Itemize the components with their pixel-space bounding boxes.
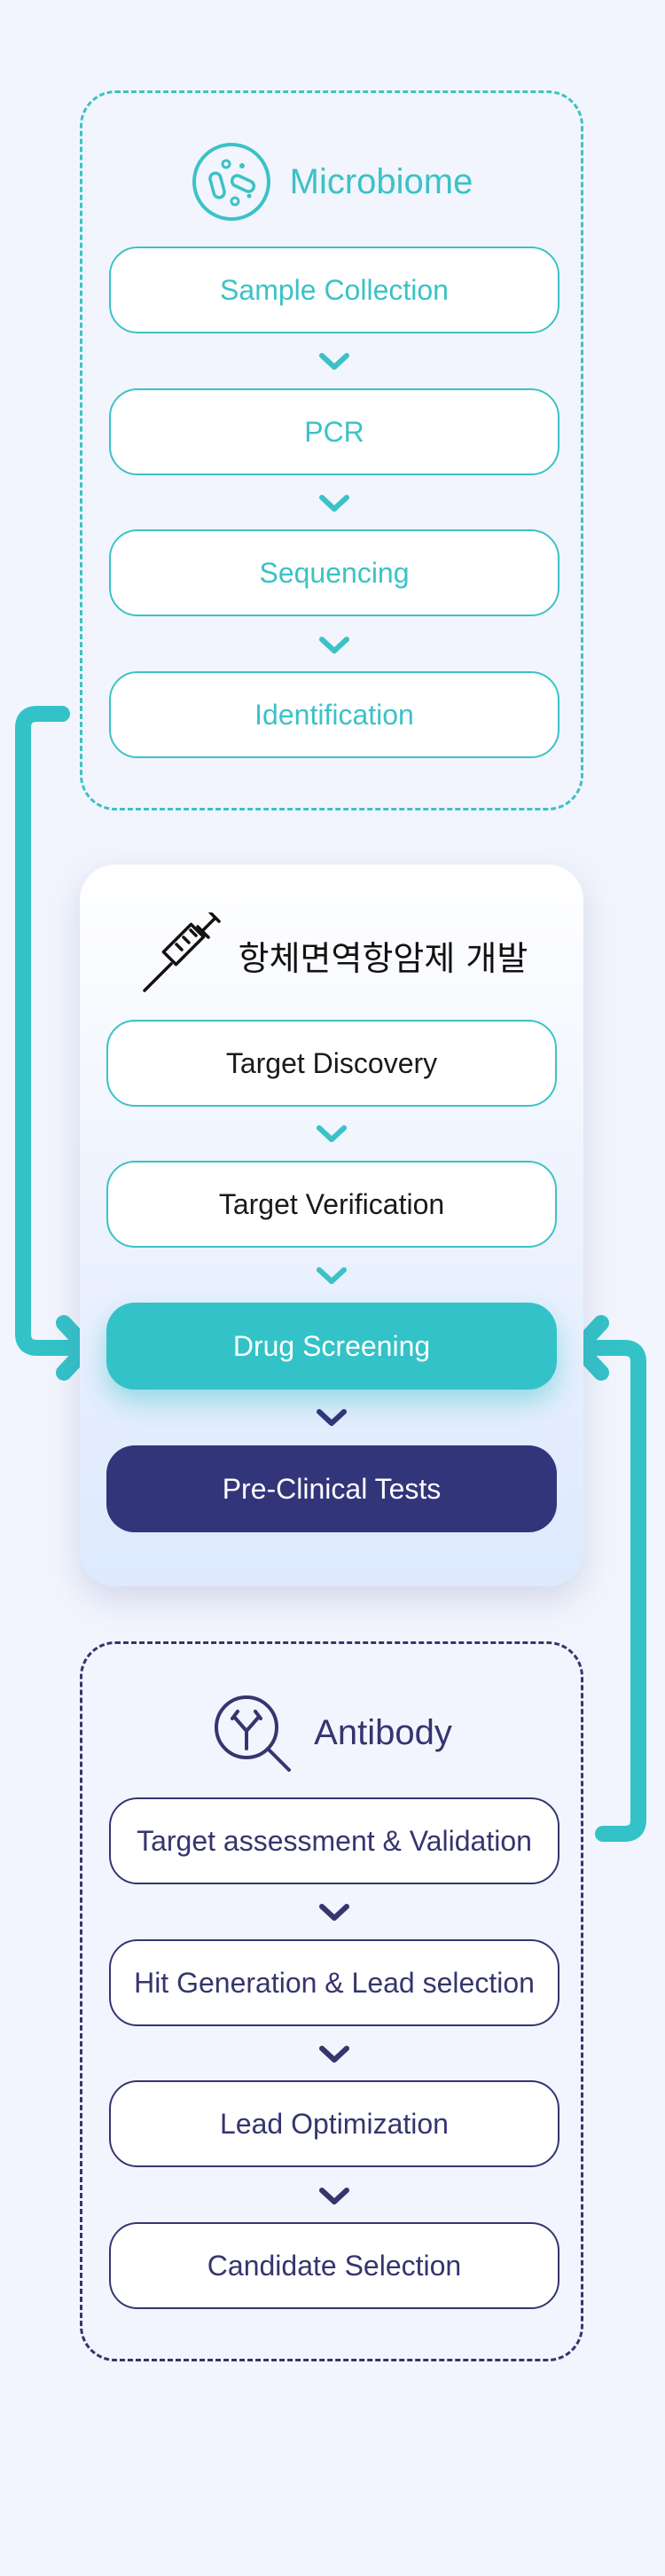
development-panel: 항체면역항암제 개발 Target Discovery Target Verif… — [80, 865, 583, 1586]
bacteria-icon — [192, 143, 270, 221]
step-hit-generation: Hit Generation & Lead selection — [109, 1939, 559, 2026]
step-pre-clinical-tests: Pre-Clinical Tests — [106, 1445, 557, 1532]
antibody-to-screening-arrow — [581, 1340, 646, 1842]
antibody-search-icon — [215, 1695, 292, 1772]
development-header: 항체면역항암제 개발 — [80, 911, 583, 999]
chevron-down-icon — [319, 637, 349, 654]
chevron-down-icon — [319, 2188, 349, 2204]
development-title: 항체면역항암제 개발 — [238, 938, 528, 978]
step-sample-collection: Sample Collection — [109, 247, 559, 333]
antibody-panel: Antibody Target assessment & Validation … — [80, 1641, 583, 2361]
microbiome-header: Microbiome — [82, 137, 581, 226]
microbiome-panel: Microbiome Sample Collection PCR Sequenc… — [80, 90, 583, 810]
chevron-down-icon — [319, 1904, 349, 1921]
step-target-discovery: Target Discovery — [106, 1020, 557, 1107]
step-drug-screening: Drug Screening — [106, 1303, 557, 1390]
step-lead-optimization: Lead Optimization — [109, 2080, 559, 2167]
chevron-down-icon — [319, 495, 349, 512]
step-sequencing: Sequencing — [109, 529, 559, 616]
step-pcr: PCR — [109, 388, 559, 475]
chevron-down-icon — [317, 1409, 347, 1426]
antibody-title: Antibody — [314, 1712, 452, 1752]
syringe-icon — [142, 912, 221, 992]
step-target-assessment: Target assessment & Validation — [109, 1797, 559, 1884]
step-target-verification: Target Verification — [106, 1161, 557, 1248]
step-candidate-selection: Candidate Selection — [109, 2222, 559, 2309]
antibody-header: Antibody — [82, 1688, 581, 1777]
chevron-down-icon — [319, 353, 349, 370]
microbiome-title: Microbiome — [289, 161, 473, 201]
chevron-down-icon — [317, 1125, 347, 1142]
chevron-down-icon — [319, 2046, 349, 2063]
microbiome-to-screening-arrow — [15, 706, 84, 1356]
step-identification: Identification — [109, 671, 559, 758]
chevron-down-icon — [317, 1267, 347, 1284]
